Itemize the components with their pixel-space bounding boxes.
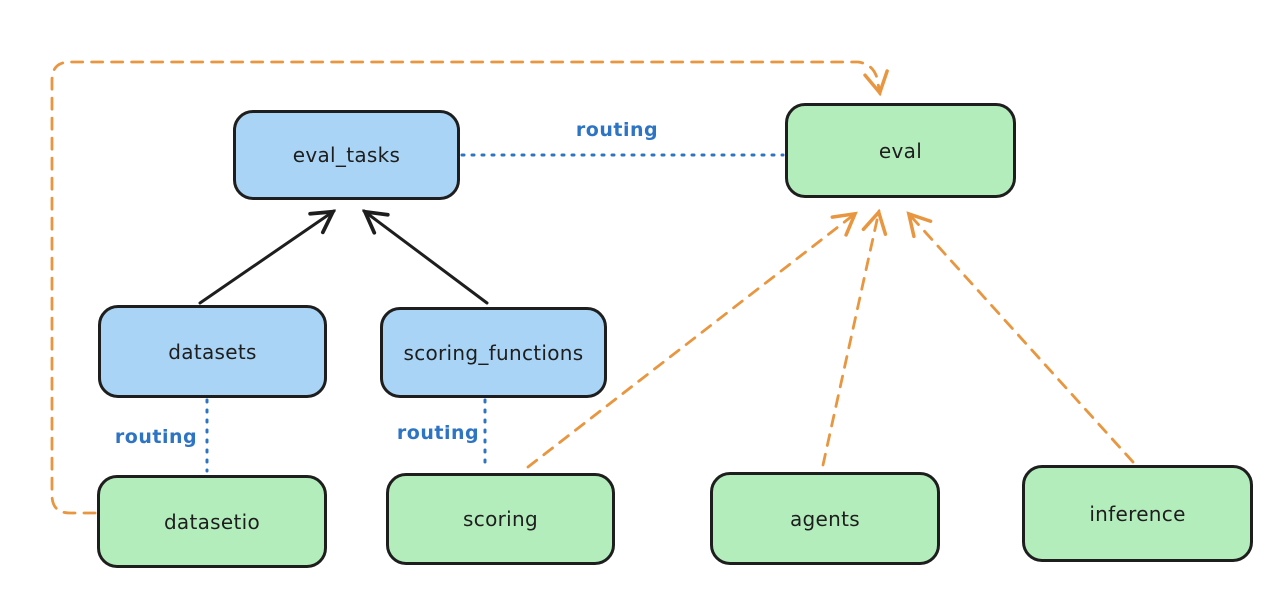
node-scoring-label: scoring <box>463 507 538 531</box>
node-inference: inference <box>1022 465 1253 562</box>
node-inference-label: inference <box>1089 501 1186 526</box>
node-eval_tasks-label: eval_tasks <box>292 143 401 167</box>
node-datasetio: datasetio <box>97 475 327 568</box>
edge-agents-to-eval <box>821 208 888 467</box>
edge-scoring_functions-to-eval_tasks <box>361 209 489 305</box>
node-datasets-label: datasets <box>168 339 257 364</box>
node-agents: agents <box>710 472 940 565</box>
edge-scoring-to-eval <box>526 211 858 469</box>
node-eval_tasks: eval_tasks <box>233 110 460 200</box>
edge-inference-to-eval <box>906 211 1135 464</box>
node-datasetio-label: datasetio <box>163 509 261 534</box>
node-scoring: scoring <box>386 473 615 565</box>
node-scoring_functions: scoring_functions <box>380 307 607 398</box>
edge-datasetio-to-eval <box>50 60 889 515</box>
node-eval: eval <box>785 103 1016 198</box>
node-scoring_functions-label: scoring_functions <box>403 340 584 365</box>
node-agents-label: agents <box>790 506 860 531</box>
edge-label-routing-datasets-datasetio: routing <box>114 426 198 448</box>
edge-datasets-to-eval_tasks <box>198 209 337 305</box>
node-datasets: datasets <box>98 305 327 398</box>
edge-label-routing-scoring_functions-scoring: routing <box>396 422 480 444</box>
node-eval-label: eval <box>878 138 923 163</box>
edge-label-routing-eval_tasks-eval: routing <box>575 119 659 141</box>
